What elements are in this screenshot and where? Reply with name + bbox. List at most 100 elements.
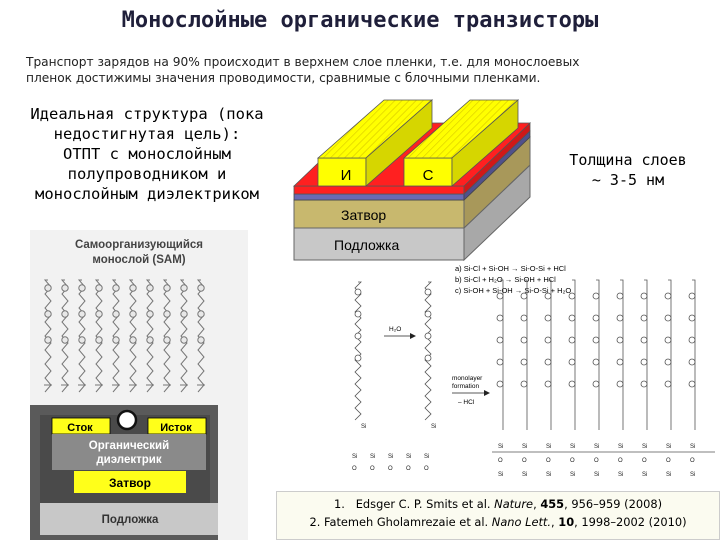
- sam-ring: [79, 285, 85, 291]
- ref2-journal: Nano Lett.: [492, 515, 551, 529]
- right-molecule-chain: [668, 280, 671, 430]
- sam-source-label: Исток: [160, 422, 192, 434]
- right-molecule-ring: [689, 293, 695, 299]
- thickness-note: Толщина слоев ~ 3-5 нм: [538, 150, 718, 190]
- sam-ring: [198, 311, 204, 317]
- right-molecule-ring: [497, 293, 503, 299]
- sam-ring: [181, 311, 187, 317]
- left-molecule-chain: [355, 282, 361, 420]
- monolayer-label-1: monolayer: [452, 375, 483, 382]
- left-substrate-o: O: [406, 466, 411, 472]
- ref1-journal: Nature: [494, 497, 533, 511]
- ideal-line-4: полупроводником и: [6, 164, 288, 184]
- intro-line-2: пленок достижимы значения проводимости, …: [26, 70, 716, 86]
- right-molecule-ring: [617, 293, 623, 299]
- ref2-authors: Fatemeh Gholamrezaie et al.: [324, 515, 488, 529]
- left-substrate-si: Si: [388, 454, 393, 460]
- left-substrate-si: Si: [370, 454, 375, 460]
- water-label: H₂O: [389, 326, 401, 333]
- right-molecules: SiOSiSiOSiSiOSiSiOSiSiOSiSiOSiSiOSiSiOSi…: [492, 280, 715, 478]
- ref1-pages: , 956–959 (2008): [564, 497, 662, 511]
- right-molecule-ring: [497, 381, 503, 387]
- right-si-label: Si: [666, 444, 671, 450]
- thickness-line-1: Толщина слоев: [538, 150, 718, 170]
- right-molecule-ring: [521, 359, 527, 365]
- right-molecule-ring: [545, 359, 551, 365]
- right-molecule-ring: [521, 315, 527, 321]
- right-molecule-ring: [545, 337, 551, 343]
- right-molecule-chain: [572, 280, 575, 430]
- ref1-authors: Edsger C. P. Smits et al.: [356, 497, 491, 511]
- substrate-label: Подложка: [334, 237, 399, 253]
- sam-ring: [62, 285, 68, 291]
- right-o-label: O: [498, 458, 503, 464]
- right-molecule-ring: [569, 337, 575, 343]
- left-substrate-si: Si: [352, 454, 357, 460]
- intro-line-1: Транспорт зарядов на 90% происходит в ве…: [26, 54, 716, 70]
- sam-ring: [164, 285, 170, 291]
- right-molecule-ring: [641, 359, 647, 365]
- sam-ring: [62, 337, 68, 343]
- sam-ring: [96, 337, 102, 343]
- right-o-label: O: [642, 458, 647, 464]
- left-molecule-ring: [425, 289, 431, 295]
- right-molecule-ring: [545, 315, 551, 321]
- sam-ring: [45, 337, 51, 343]
- right-o-label: O: [522, 458, 527, 464]
- right-o-label: O: [690, 458, 695, 464]
- right-substrate-si: Si: [690, 472, 695, 478]
- sam-ring: [181, 285, 187, 291]
- reaction-b: b) Si-Cl + H₂O → Si-OH + HCl: [455, 275, 556, 284]
- sam-ring: [198, 337, 204, 343]
- right-o-label: O: [570, 458, 575, 464]
- right-molecule-ring: [665, 381, 671, 387]
- left-substrate-si: Si: [406, 454, 411, 460]
- sam-ring: [130, 337, 136, 343]
- right-molecule-ring: [569, 381, 575, 387]
- right-o-label: O: [666, 458, 671, 464]
- source-label: И: [341, 167, 352, 184]
- thickness-line-2: ~ 3-5 нм: [538, 170, 718, 190]
- left-si-label: Si: [361, 424, 366, 430]
- reference-2: 2. Fatemeh Gholamrezaie et al. Nano Lett…: [277, 513, 719, 531]
- right-molecule-ring: [689, 359, 695, 365]
- gate-label: Затвор: [341, 207, 386, 223]
- right-molecule-ring: [497, 359, 503, 365]
- right-molecule-ring: [497, 315, 503, 321]
- left-molecule-ring: [425, 355, 431, 361]
- right-molecule-ring: [545, 381, 551, 387]
- sam-title-line-1: Самоорганизующийся: [75, 239, 203, 251]
- right-molecule-ring: [617, 381, 623, 387]
- right-si-label: Si: [618, 444, 623, 450]
- right-si-label: Si: [570, 444, 575, 450]
- right-molecule-ring: [593, 315, 599, 321]
- ref2-volume: 10: [558, 515, 574, 529]
- right-molecule-ring: [665, 337, 671, 343]
- ideal-line-3: ОТПТ с монослойным: [6, 144, 288, 164]
- reaction-c: c) Si-OH + Si-OH → Si-O-Si + H₂O: [455, 286, 571, 295]
- right-si-label: Si: [522, 444, 527, 450]
- sam-title-line-2: монослой (SAM): [92, 254, 185, 266]
- sam-ring: [79, 337, 85, 343]
- right-molecule-ring: [569, 315, 575, 321]
- left-molecule-ring: [425, 333, 431, 339]
- dielectric-front: [294, 194, 464, 200]
- right-substrate-si: Si: [642, 472, 647, 478]
- right-o-label: O: [594, 458, 599, 464]
- right-substrate-si: Si: [546, 472, 551, 478]
- right-molecule-chain: [500, 280, 503, 430]
- sam-dielectric-line-1: Органический: [89, 440, 169, 452]
- reference-1: 1. Edsger C. P. Smits et al. Nature, 455…: [277, 495, 719, 513]
- right-molecule-chain: [548, 280, 551, 430]
- right-molecule-ring: [641, 337, 647, 343]
- right-substrate-si: Si: [618, 472, 623, 478]
- right-molecule-ring: [689, 337, 695, 343]
- right-substrate-si: Si: [570, 472, 575, 478]
- left-molecule-ring: [355, 311, 361, 317]
- right-molecule-ring: [593, 359, 599, 365]
- sam-ring: [113, 285, 119, 291]
- page-title: Монослойные органические транзисторы: [0, 8, 720, 33]
- semiconductor-front: [294, 186, 464, 194]
- sam-transistor-diagram: Самоорганизующийся монослой (SAM) Сток И…: [30, 230, 248, 540]
